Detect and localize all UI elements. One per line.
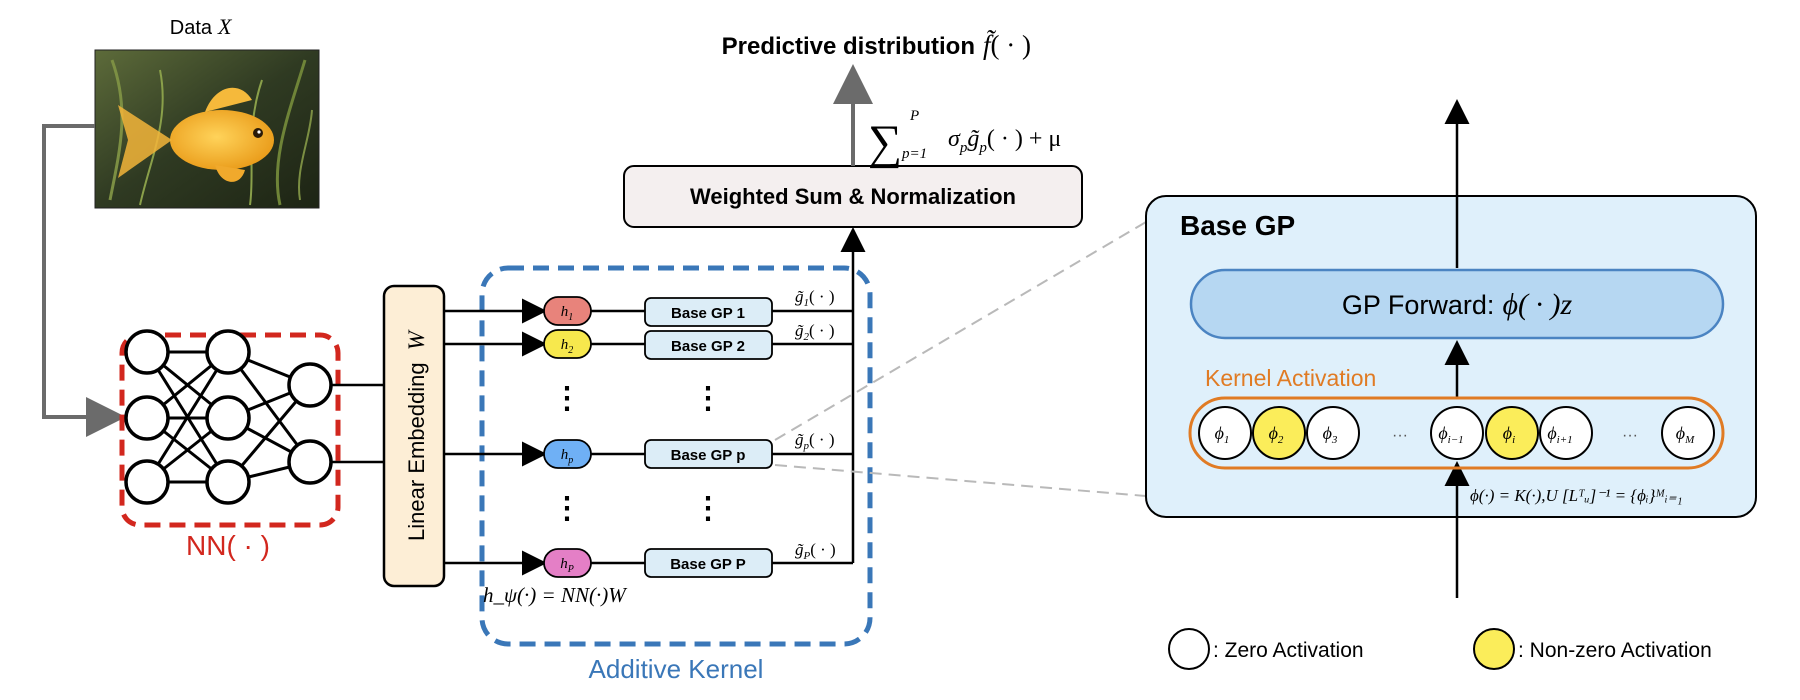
linear-embedding-block: Linear Embedding W <box>382 284 446 588</box>
phi-label: ϕ2 <box>1269 423 1284 446</box>
data-label: Data <box>170 17 213 39</box>
phi-label: ϕ3 <box>1323 423 1338 446</box>
zero-activation-swatch <box>1168 628 1210 670</box>
gp-forward-formula: ϕ( · )z <box>1502 288 1572 321</box>
phi-circle-2: ϕ2 <box>1252 406 1306 460</box>
phi-circle-1: ϕ1 <box>1198 406 1252 460</box>
phi-label: ϕM <box>1676 423 1695 446</box>
kernel-activation-capsule <box>1188 396 1725 470</box>
svg-text:Linear Embedding W: Linear Embedding W <box>404 329 429 541</box>
nonzero-activation-swatch <box>1473 628 1515 670</box>
h-capsule-1: h1 <box>543 296 592 326</box>
phi-circle-i: ϕi <box>1485 406 1539 460</box>
base-gp-panel: Base GP GP Forward:ϕ( · )z Kernel Activa… <box>1145 99 1757 598</box>
feature-formula: ϕ(·) = K(·),U [Lᵀᵤ]⁻¹ = {ϕᵢ}ᴹᵢ₌₁ <box>1470 486 1683 505</box>
svg-text:hp: hp <box>561 447 574 466</box>
g-label-P: g̃P( · ) <box>795 540 836 562</box>
g-label-p: g̃p( · ) <box>795 430 834 452</box>
data-block: Data X <box>94 14 320 209</box>
phi-label: ϕi+1 <box>1547 423 1572 446</box>
gp-ellipsis-bottom: ⋮ <box>693 492 723 525</box>
weighted-sum-formula: ∑ P p=1 σpg̃p( · ) + μ <box>868 108 1061 169</box>
g-label-2: g̃2( · ) <box>795 321 834 343</box>
linear-embedding-label: Linear Embedding <box>404 362 429 541</box>
nn-block: NN( · ) <box>119 329 341 561</box>
nn-node <box>205 459 251 505</box>
additive-kernel-formula: h_ψ(·) = NN(·)W <box>483 583 628 607</box>
g-label-1: g̃1( · ) <box>795 287 834 309</box>
gp-ellipsis-top: ⋮ <box>693 382 723 415</box>
zoom-line-bottom <box>774 464 1147 497</box>
svg-text:GP Forward:ϕ( · )z: GP Forward:ϕ( · )z <box>1342 288 1573 321</box>
phi-circles: ϕ1 ϕ2 ϕ3 ϕi−1 ϕi ϕi+1 ϕM <box>1198 406 1715 460</box>
phi-label: ϕ1 <box>1215 423 1230 446</box>
weighted-sum-label: Weighted Sum & Normalization <box>690 184 1016 209</box>
weighted-sum-block: Weighted Sum & Normalization ∑ P p=1 σpg… <box>623 64 1083 228</box>
phi-circle-i−1: ϕi−1 <box>1430 406 1484 460</box>
predictive-label: Predictive distribution <box>722 33 975 60</box>
nn-node <box>287 362 333 408</box>
legend: : Zero Activation : Non-zero Activation <box>1168 628 1712 670</box>
svg-text:Base GP p: Base GP p <box>671 447 746 464</box>
svg-text:P: P <box>909 108 919 124</box>
svg-text:p=1: p=1 <box>901 146 927 162</box>
nn-node <box>205 329 251 375</box>
h-ellipsis-top: ⋮ <box>552 382 582 415</box>
predictive-formula: f̃( · ) <box>983 29 1031 60</box>
phi-label: ϕi <box>1503 423 1515 446</box>
base-gp-box-1: Base GP 1 <box>644 297 773 327</box>
svg-text:Base GP 2: Base GP 2 <box>671 338 745 355</box>
h-capsule-2: h2 <box>543 329 592 359</box>
svg-text:Base GP 1: Base GP 1 <box>671 305 745 322</box>
base-gp-box-2: Base GP 2 <box>644 330 773 360</box>
phi-dots-left: ··· <box>1392 427 1408 444</box>
svg-text:Base GP P: Base GP P <box>670 556 746 573</box>
nn-node <box>124 395 170 441</box>
base-gp-box-p: Base GP p <box>644 439 773 469</box>
phi-label: ϕi−1 <box>1438 423 1463 446</box>
data-var: X <box>217 14 233 39</box>
zero-activation-label: : Zero Activation <box>1213 639 1364 662</box>
gp-forward-label: GP Forward: <box>1342 290 1495 320</box>
data-to-nn-arrow <box>42 124 126 437</box>
svg-text:h2: h2 <box>561 337 574 356</box>
nn-node <box>205 395 251 441</box>
base-gp-box-P: Base GP P <box>644 548 773 578</box>
svg-text:hP: hP <box>560 556 574 575</box>
svg-text:σpg̃p( · ) + μ: σpg̃p( · ) + μ <box>948 126 1061 156</box>
h-capsule-P: hP <box>543 548 592 578</box>
additive-kernel-block: Additive Kernel h_ψ(·) = NN(·)W h1 <box>444 227 873 684</box>
linear-embedding-var: W <box>404 329 429 350</box>
h-ellipsis-bottom: ⋮ <box>552 492 582 525</box>
phi-dots-right: ··· <box>1622 427 1638 444</box>
predictive-distribution: Predictive distribution f̃( · ) <box>722 29 1031 60</box>
goldfish-photo <box>94 49 320 209</box>
phi-circle-M: ϕM <box>1661 406 1715 460</box>
phi-circle-3: ϕ3 <box>1306 406 1360 460</box>
svg-text:h1: h1 <box>561 304 574 323</box>
svg-text:∑: ∑ <box>868 116 902 169</box>
zoom-line-top <box>774 221 1147 441</box>
nn-node <box>124 329 170 375</box>
phi-circle-i+1: ϕi+1 <box>1539 406 1593 460</box>
kernel-activation-label: Kernel Activation <box>1205 365 1376 391</box>
nn-node <box>287 439 333 485</box>
nn-label: NN( · ) <box>186 530 270 561</box>
nonzero-activation-label: : Non-zero Activation <box>1518 639 1712 662</box>
additive-kernel-dashed-border <box>479 265 873 647</box>
additive-kernel-label: Additive Kernel <box>589 654 764 684</box>
gp-forward-block: GP Forward:ϕ( · )z <box>1189 268 1725 340</box>
nn-node <box>124 459 170 505</box>
base-gp-title: Base GP <box>1180 210 1295 241</box>
h-capsule-p: hp <box>543 439 592 469</box>
